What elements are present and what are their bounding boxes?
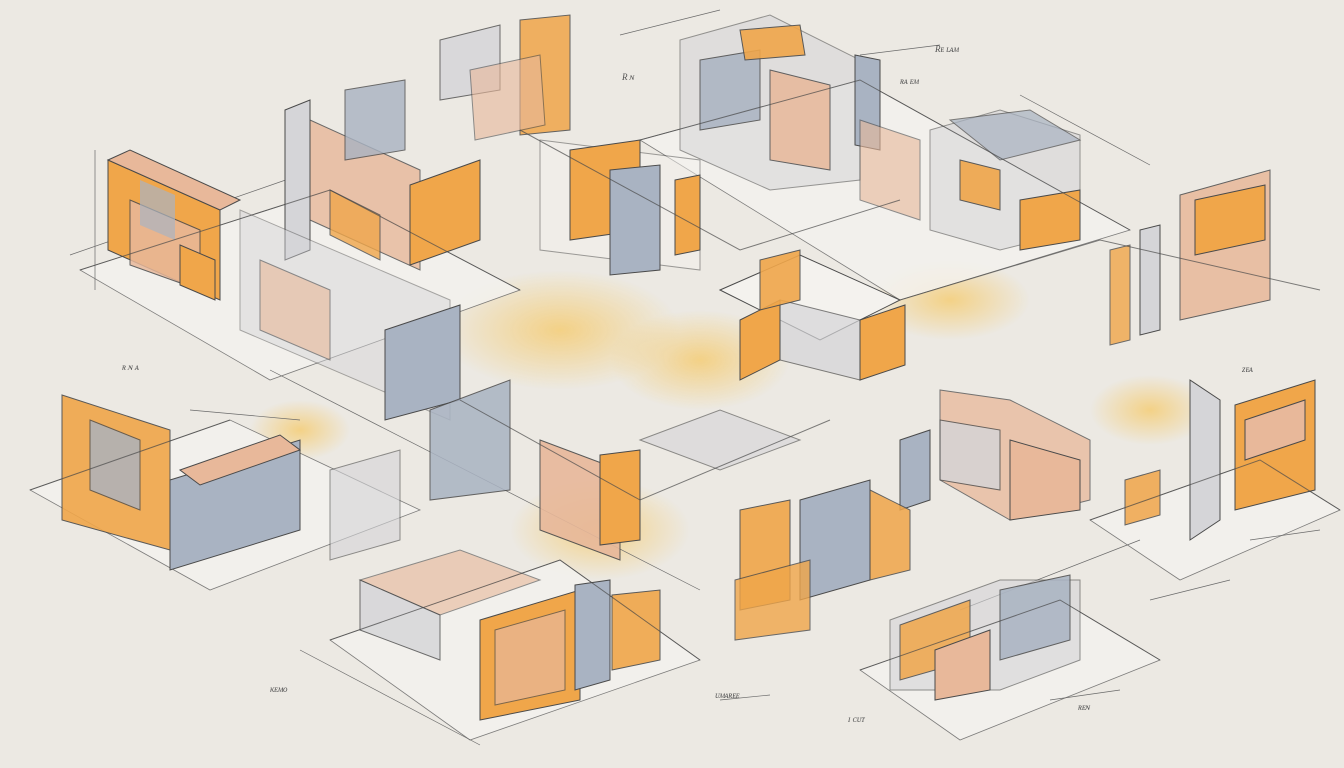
- annotation-note-6: ᴋᴇᴍᴏ: [270, 684, 288, 694]
- room-module-d: [539, 139, 701, 276]
- room-module-e: [679, 14, 881, 191]
- annotation-note-2: R ɴ: [621, 72, 635, 82]
- room-module-j: [718, 249, 906, 381]
- room-module-m: [1124, 379, 1316, 541]
- annotation-note-9: ɪ ᴄᴜᴛ: [847, 714, 865, 724]
- room-module-k: [329, 379, 641, 561]
- annotations: Rᴇ ʟᴀᴍ R ɴ ʀᴀ ᴇᴍ ʀ ɴ ᴀ ᴢᴇᴀ ᴋᴇᴍᴏ ᴜᴍᴀʀᴇᴇ ʀ…: [122, 44, 1253, 724]
- annotation-note-1: Rᴇ ʟᴀᴍ: [934, 44, 959, 54]
- room-module-b: [284, 79, 481, 271]
- room-module-h: [239, 209, 461, 421]
- annotation-note-3: ʀᴀ ᴇᴍ: [900, 76, 919, 86]
- room-module-l: [899, 389, 1091, 521]
- sketch-outlines: [29, 79, 1341, 671]
- annotation-note-5: ᴢᴇᴀ: [1241, 364, 1253, 374]
- room-module-o: [358, 549, 661, 721]
- room-module-f: [859, 109, 1082, 251]
- room-module-c: [439, 14, 571, 141]
- room-module-i: [61, 394, 302, 571]
- room-module-p: [889, 574, 1081, 701]
- annotation-note-8: ʀᴇɴ: [1078, 702, 1091, 712]
- room-module-a: [106, 149, 242, 301]
- room-module-g: [1109, 169, 1271, 346]
- room-module-n: [638, 409, 911, 641]
- annotation-note-7: ᴜᴍᴀʀᴇᴇ: [715, 690, 740, 700]
- annotation-note-4: ʀ ɴ ᴀ: [122, 362, 139, 372]
